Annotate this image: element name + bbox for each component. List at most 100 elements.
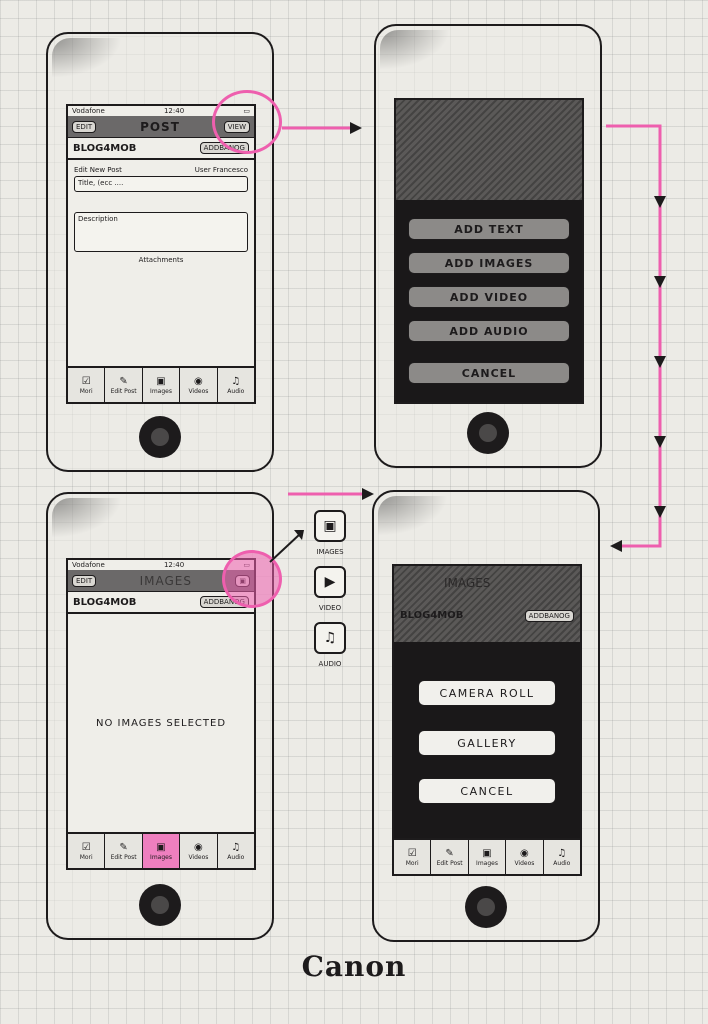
add-video-button[interactable]: ADD VIDEO (408, 286, 570, 308)
images-screen: Vodafone 12:40 ▭ EDIT IMAGES ▣ BLOG4MOB … (66, 558, 256, 870)
video-media-icon: ▶ (314, 566, 346, 598)
highlight-circle-view (212, 90, 282, 154)
tab-label: Audio (227, 853, 245, 861)
tab-label: Mori (79, 853, 93, 861)
edit-button[interactable]: EDIT (72, 120, 97, 133)
phone-images-screen: Vodafone 12:40 ▭ EDIT IMAGES ▣ BLOG4MOB … (46, 492, 274, 940)
status-time: 12:40 (163, 561, 185, 569)
add-images-button[interactable]: ADD IMAGES (408, 252, 570, 274)
action-sheet: ADD TEXT ADD IMAGES ADD VIDEO ADD AUDIO … (396, 200, 582, 402)
tab-audio[interactable]: ♫Audio (544, 840, 580, 874)
video-icon: ◉ (194, 841, 203, 853)
arrowhead (654, 276, 666, 288)
pen-icon: ✎ (119, 375, 128, 387)
tab-label: Edit Post (436, 859, 463, 867)
edit-icon: ☑ (81, 841, 91, 853)
status-carrier: Vodafone (72, 561, 105, 569)
cancel-button[interactable]: CANCEL (408, 362, 570, 384)
blog-name: BLOG4MOB (73, 142, 137, 154)
tab-label: Videos (188, 387, 209, 395)
tab-label: Images (150, 387, 172, 395)
dimmed-background (396, 100, 582, 200)
tab-videos[interactable]: ◉Videos (506, 840, 544, 874)
tab-main[interactable]: ☑Mori (68, 834, 106, 868)
highlight-circle-add-media (222, 550, 282, 608)
title-input[interactable]: Title, (ecc .... (74, 176, 248, 192)
tab-videos[interactable]: ◉Videos (180, 834, 218, 868)
image-icon: ▣ (156, 841, 166, 853)
tab-main[interactable]: ☑Mori (68, 368, 106, 402)
blog-name: BLOG4MOB (73, 596, 137, 608)
add-text-button[interactable]: ADD TEXT (408, 218, 570, 240)
arrow-menu-to-source (606, 124, 662, 548)
tab-main[interactable]: ☑Mori (394, 840, 432, 874)
status-time: 12:40 (163, 107, 185, 115)
cancel-button[interactable]: CANCEL (418, 778, 556, 804)
home-button[interactable] (139, 884, 181, 926)
pencil-shading (52, 38, 122, 78)
tab-label: Videos (514, 859, 535, 867)
tab-edit-post[interactable]: ✎Edit Post (105, 368, 143, 402)
edit-icon: ☑ (407, 847, 417, 859)
video-media-label: VIDEO (318, 604, 342, 612)
tab-edit-post[interactable]: ✎Edit Post (431, 840, 469, 874)
images-media-label: IMAGES (316, 548, 344, 556)
add-menu-screen: ADD TEXT ADD IMAGES ADD VIDEO ADD AUDIO … (394, 98, 584, 404)
pencil-shading (378, 496, 448, 536)
tab-label: Videos (188, 853, 209, 861)
tab-images[interactable]: ▣Images (142, 834, 181, 868)
tab-images[interactable]: ▣Images (469, 840, 507, 874)
form-left-label: Edit New Post (74, 166, 122, 174)
add-blog-button[interactable]: ADDBANOG (524, 610, 574, 622)
description-input[interactable]: Description (74, 212, 248, 252)
edit-button[interactable]: EDIT (72, 574, 97, 587)
action-sheet: CAMERA ROLL GALLERY CANCEL (394, 642, 580, 840)
home-button[interactable] (467, 412, 509, 454)
audio-icon: ♫ (231, 841, 241, 853)
phone-image-source-screen: IMAGES BLOG4MOB ADDBANOG CAMERA ROLL GAL… (372, 490, 600, 942)
gallery-button[interactable]: GALLERY (418, 730, 556, 756)
tab-bar: ☑Mori ✎Edit Post ▣Images ◉Videos ♫Audio (68, 832, 254, 868)
arrowhead (294, 530, 304, 540)
tab-audio[interactable]: ♫Audio (218, 834, 254, 868)
tab-label: Images (476, 859, 498, 867)
audio-icon: ♫ (557, 847, 567, 859)
video-icon: ◉ (194, 375, 203, 387)
audio-icon: ♫ (231, 375, 241, 387)
status-carrier: Vodafone (72, 107, 105, 115)
page-title: POST (140, 119, 180, 134)
video-icon: ◉ (520, 847, 529, 859)
empty-state-message: NO IMAGES SELECTED (95, 718, 227, 729)
blog-name: BLOG4MOB (400, 610, 464, 621)
pencil-shading (380, 30, 450, 70)
audio-media-icon: ♫ (314, 622, 346, 654)
tab-videos[interactable]: ◉Videos (180, 368, 218, 402)
tab-audio[interactable]: ♫Audio (218, 368, 254, 402)
edit-icon: ☑ (81, 375, 91, 387)
images-media-icon: ▣ (314, 510, 346, 542)
home-button[interactable] (139, 416, 181, 458)
arrowhead (350, 122, 362, 134)
tab-bar: ☑Mori ✎Edit Post ▣Images ◉Videos ♫Audio (394, 838, 580, 874)
arrow-icon (269, 533, 301, 563)
arrowhead (610, 540, 622, 552)
home-button[interactable] (465, 886, 507, 928)
tab-label: Edit Post (110, 387, 137, 395)
tab-edit-post[interactable]: ✎Edit Post (105, 834, 143, 868)
arrowhead (362, 488, 374, 500)
pen-icon: ✎ (119, 841, 128, 853)
pencil-shading (52, 498, 122, 538)
page-title: IMAGES (444, 576, 491, 590)
phone-add-menu-screen: ADD TEXT ADD IMAGES ADD VIDEO ADD AUDIO … (374, 24, 602, 468)
tab-images[interactable]: ▣Images (143, 368, 181, 402)
tab-label: Audio (227, 387, 245, 395)
image-icon: ▣ (482, 847, 492, 859)
image-source-screen: IMAGES BLOG4MOB ADDBANOG CAMERA ROLL GAL… (392, 564, 582, 876)
add-audio-button[interactable]: ADD AUDIO (408, 320, 570, 342)
attachments-label: Attachments (138, 256, 184, 264)
image-icon: ▣ (156, 375, 166, 387)
camera-roll-button[interactable]: CAMERA ROLL (418, 680, 556, 706)
page-title: IMAGES (139, 573, 192, 588)
arrowhead (654, 436, 666, 448)
